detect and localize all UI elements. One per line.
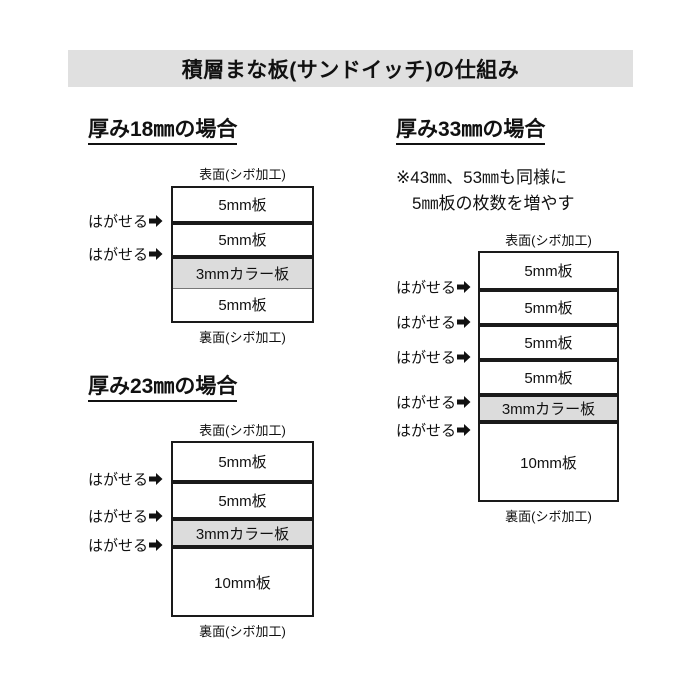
top-face-label-33mm: 表面(シボ加工)	[505, 233, 592, 248]
page-title: 積層まな板(サンドイッチ)の仕組み	[181, 58, 520, 82]
layer-label: 5mm板	[524, 370, 573, 387]
title-band: 積層まな板(サンドイッチ)の仕組み	[68, 50, 633, 87]
peel-label-33mm-2: はがせる	[396, 312, 471, 333]
section-heading-33mm: 厚み33㎜の場合	[396, 118, 546, 146]
layer-18mm-4: 5mm板	[173, 287, 312, 321]
peel-text: はがせる	[396, 279, 457, 297]
layer-label: 5mm板	[524, 300, 573, 317]
layer-23mm-4: 10mm板	[173, 545, 312, 615]
stack-diagram-18mm: 5mm板 5mm板 3mmカラー板 5mm板	[171, 186, 314, 323]
peel-text: はがせる	[396, 422, 457, 440]
right-arrow-icon	[149, 215, 163, 228]
layer-18mm-1: 5mm板	[173, 188, 312, 222]
peel-label-33mm-5: はがせる	[396, 420, 471, 441]
layer-label: 5mm板	[524, 263, 573, 280]
section-heading-18mm: 厚み18㎜の場合	[88, 118, 238, 146]
right-arrow-icon	[457, 396, 471, 409]
layer-23mm-2: 5mm板	[173, 480, 312, 517]
peel-label-33mm-3: はがせる	[396, 347, 471, 368]
layer-label: 10mm板	[520, 454, 577, 472]
layer-label: 3mmカラー板	[195, 525, 290, 543]
bottom-face-label-23mm: 裏面(シボ加工)	[199, 624, 286, 639]
layer-label: 5mm板	[218, 297, 267, 315]
peel-text: はがせる	[396, 314, 457, 332]
layer-label: 5mm板	[218, 454, 267, 471]
layer-33mm-5-color: 3mmカラー板	[480, 393, 617, 420]
bottom-face-label-33mm: 裏面(シボ加工)	[505, 509, 592, 524]
layer-33mm-1: 5mm板	[480, 253, 617, 288]
layer-label: 5mm板	[524, 335, 573, 352]
layer-label: 5mm板	[218, 197, 267, 215]
bottom-face-label-18mm: 裏面(シボ加工)	[199, 330, 286, 345]
note-line-1: ※43㎜、53㎜も同様に	[396, 168, 568, 187]
right-arrow-icon	[149, 473, 163, 486]
layer-33mm-6: 10mm板	[480, 420, 617, 500]
layer-label: 3mmカラー板	[195, 265, 290, 283]
right-arrow-icon	[457, 424, 471, 437]
stack-diagram-33mm: 5mm板 5mm板 5mm板 5mm板 3mmカラー板 10mm板	[478, 251, 619, 502]
peel-text: はがせる	[88, 537, 149, 555]
layer-label: 5mm板	[218, 493, 267, 510]
peel-label-23mm-3: はがせる	[88, 535, 163, 556]
peel-label-18mm-2: はがせる	[88, 244, 163, 265]
peel-label-18mm-1: はがせる	[88, 211, 163, 232]
layer-33mm-3: 5mm板	[480, 323, 617, 358]
peel-text: はがせる	[88, 213, 149, 231]
peel-label-33mm-1: はがせる	[396, 277, 471, 298]
layer-33mm-2: 5mm板	[480, 288, 617, 323]
layer-label: 5mm板	[218, 232, 267, 250]
right-arrow-icon	[149, 248, 163, 261]
section-note-33mm: ※43㎜、53㎜も同様に 5㎜板の枚数を増やす	[396, 165, 574, 216]
peel-label-33mm-4: はがせる	[396, 392, 471, 413]
layer-23mm-1: 5mm板	[173, 443, 312, 480]
layer-label: 10mm板	[214, 574, 271, 592]
layer-label: 3mmカラー板	[501, 401, 596, 418]
peel-label-23mm-2: はがせる	[88, 506, 163, 527]
peel-text: はがせる	[396, 349, 457, 367]
peel-text: はがせる	[88, 246, 149, 264]
layer-33mm-4: 5mm板	[480, 358, 617, 393]
top-face-label-23mm: 表面(シボ加工)	[199, 423, 286, 438]
top-face-label-18mm: 表面(シボ加工)	[199, 167, 286, 182]
peel-text: はがせる	[88, 508, 149, 526]
right-arrow-icon	[457, 281, 471, 294]
layer-18mm-2: 5mm板	[173, 221, 312, 255]
section-heading-23mm: 厚み23㎜の場合	[88, 375, 238, 403]
stack-diagram-23mm: 5mm板 5mm板 3mmカラー板 10mm板	[171, 441, 314, 617]
note-line-2: 5㎜板の枚数を増やす	[412, 193, 575, 213]
right-arrow-icon	[457, 351, 471, 364]
peel-text: はがせる	[88, 471, 149, 489]
layer-18mm-3-color: 3mmカラー板	[173, 254, 312, 288]
layer-23mm-3-color: 3mmカラー板	[173, 517, 312, 545]
peel-text: はがせる	[396, 394, 457, 412]
right-arrow-icon	[149, 539, 163, 552]
peel-label-23mm-1: はがせる	[88, 469, 163, 490]
right-arrow-icon	[457, 316, 471, 329]
right-arrow-icon	[149, 510, 163, 523]
